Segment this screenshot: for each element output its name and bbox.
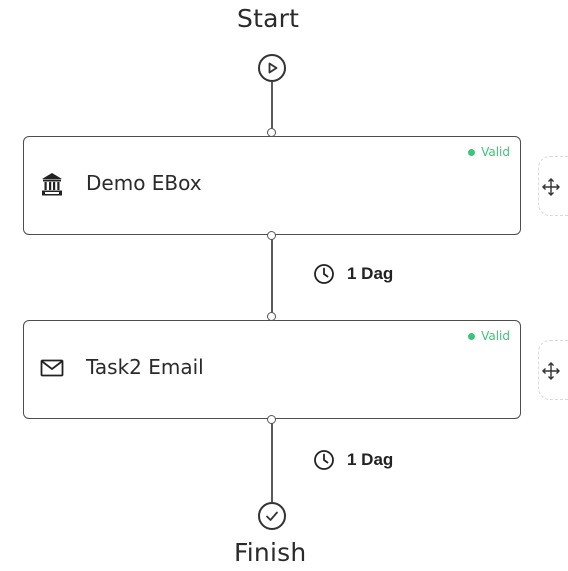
connector-line xyxy=(271,238,273,316)
start-label: Start xyxy=(237,4,300,33)
move-icon xyxy=(542,178,560,196)
connector-joint xyxy=(267,231,276,240)
clock-icon xyxy=(314,450,334,470)
status-text: Valid xyxy=(481,329,510,343)
move-handle[interactable] xyxy=(538,156,568,216)
connector-joint xyxy=(267,312,276,321)
status-text: Valid xyxy=(481,145,510,159)
task-card-task2-email[interactable]: Valid Task2 Email xyxy=(23,320,521,419)
check-icon[interactable] xyxy=(258,502,286,530)
status-dot xyxy=(468,332,476,340)
task-card-demo-ebox[interactable]: Valid Demo EBox xyxy=(23,136,521,235)
delay-label[interactable]: 1 Dag xyxy=(313,263,393,285)
delay-label[interactable]: 1 Dag xyxy=(313,449,393,471)
card-title: Demo EBox xyxy=(86,171,202,195)
status-badge: Valid xyxy=(468,329,510,343)
clock-icon xyxy=(314,264,334,284)
delay-text: 1 Dag xyxy=(347,450,394,469)
envelope-icon xyxy=(40,359,64,381)
connector-line xyxy=(271,82,273,132)
finish-label: Finish xyxy=(234,538,307,567)
card-title: Task2 Email xyxy=(86,355,204,379)
status-badge: Valid xyxy=(468,145,510,159)
move-handle[interactable] xyxy=(538,340,568,400)
bank-icon xyxy=(40,171,64,201)
delay-text: 1 Dag xyxy=(347,264,394,283)
play-icon[interactable] xyxy=(258,54,286,82)
status-dot xyxy=(468,148,476,156)
connector-joint xyxy=(267,128,276,137)
move-icon xyxy=(542,362,560,380)
connector-line xyxy=(271,422,273,502)
connector-joint xyxy=(267,415,276,424)
